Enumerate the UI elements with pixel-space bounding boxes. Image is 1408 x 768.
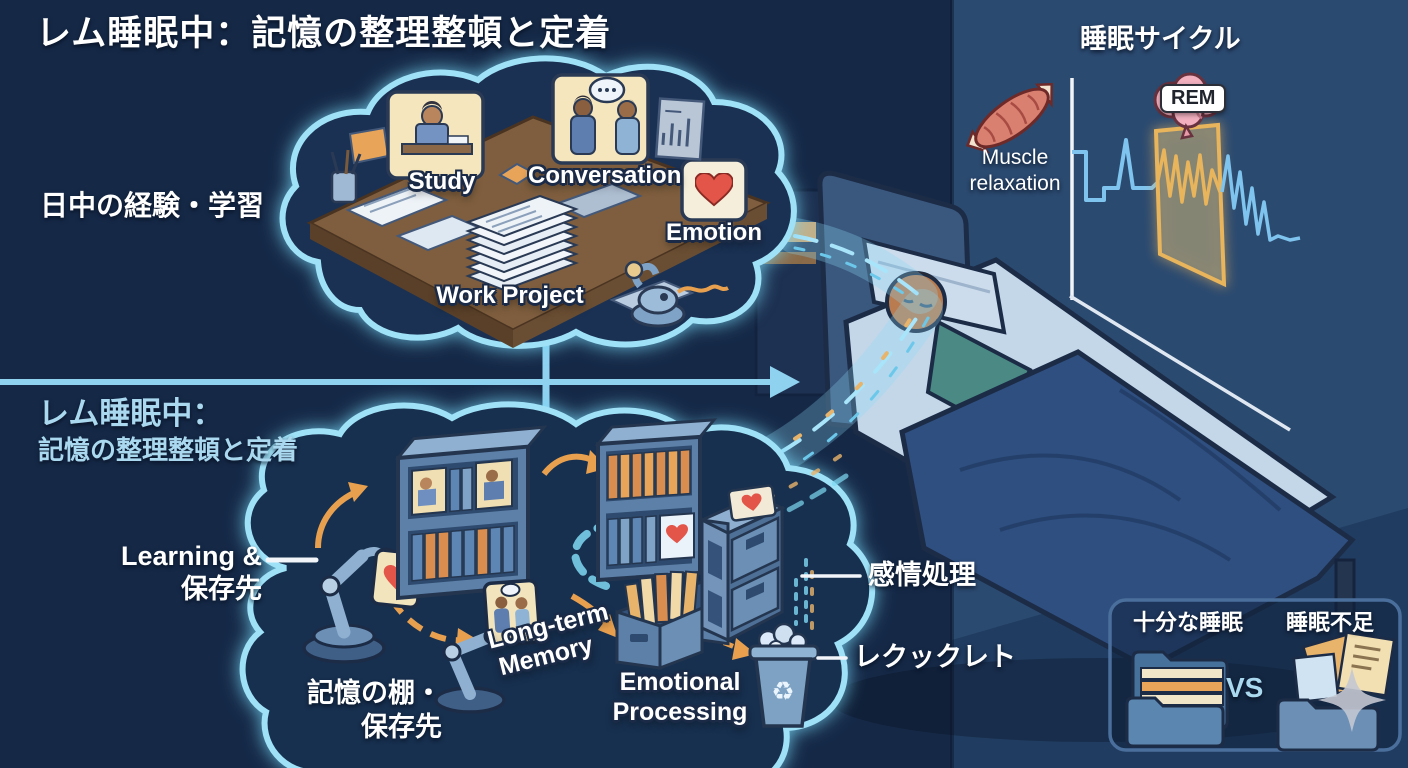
good-sleep-label: 十分な睡眠 <box>1132 610 1243 635</box>
rem-window <box>1153 122 1227 288</box>
page-title: レム睡眠中：記憶の整理整頓と定着 <box>36 14 612 53</box>
robot-arm-icon <box>434 578 542 714</box>
bookshelf-icon <box>394 425 548 601</box>
svg-text:♻: ♻ <box>771 677 794 707</box>
mini-chart-frame <box>654 97 706 161</box>
heart-envelope <box>727 484 777 522</box>
folder-box-icon <box>615 570 704 671</box>
learning-label-line2: 保存先 <box>181 574 262 604</box>
desk-robot-arm <box>624 260 729 328</box>
muscle-icon <box>965 82 1053 154</box>
conversation-card-label: Conversation <box>528 162 682 189</box>
rem-section-label-line1: レム睡眠中： <box>38 396 224 431</box>
tidy-folders-icon <box>1125 650 1229 748</box>
sparkle-icon <box>1318 668 1386 732</box>
comparison-box <box>1108 598 1402 752</box>
conversation-card <box>551 73 650 165</box>
label-connectors <box>265 557 862 660</box>
emotional-label-line1: Emotional <box>619 668 741 696</box>
paper-stack <box>465 194 579 292</box>
study-card-label: Study <box>408 168 476 195</box>
blanket <box>899 349 1356 671</box>
discard-label: レクックレト <box>854 642 1016 672</box>
bad-sleep-label: 睡眠不足 <box>1285 610 1374 635</box>
recycle-bin-icon: ♻ <box>748 622 820 728</box>
study-card <box>386 90 485 180</box>
vs-label: VS <box>1226 672 1264 703</box>
work-project-label: Work Project <box>436 282 584 309</box>
rem-section-label-line2: 記憶の整理整頓と定着 <box>38 435 299 465</box>
emotion-processing-label: 感情処理 <box>868 560 976 590</box>
rem-badge: REM <box>1160 84 1227 113</box>
heart-book <box>659 512 695 561</box>
pen-cup <box>330 149 362 204</box>
arrow-right-head <box>770 366 800 398</box>
learning-label-line1: Learning & <box>120 541 262 571</box>
sleep-cycle-title: 睡眠サイクル <box>1080 24 1241 54</box>
muscle-label-line2: relaxation <box>969 172 1061 195</box>
emotion-card <box>680 158 748 222</box>
emotional-label-line2: Processing <box>612 698 748 726</box>
rem-brain-bubble: ♻ <box>239 401 876 768</box>
daytime-label: 日中の経験・学習 <box>40 190 265 221</box>
bookshelf-icon <box>594 418 718 583</box>
memory-shelf-label-line1: 記憶の棚・ <box>307 678 442 708</box>
daytime-brain-bubble <box>279 55 797 349</box>
speech-bubble-icon <box>588 76 626 104</box>
memory-shelf-label-line2: 保存先 <box>361 712 442 742</box>
muscle-label-line1: Muscle <box>981 146 1049 169</box>
file-cabinet-icon <box>698 484 786 646</box>
emotion-card-label: Emotion <box>666 219 762 246</box>
